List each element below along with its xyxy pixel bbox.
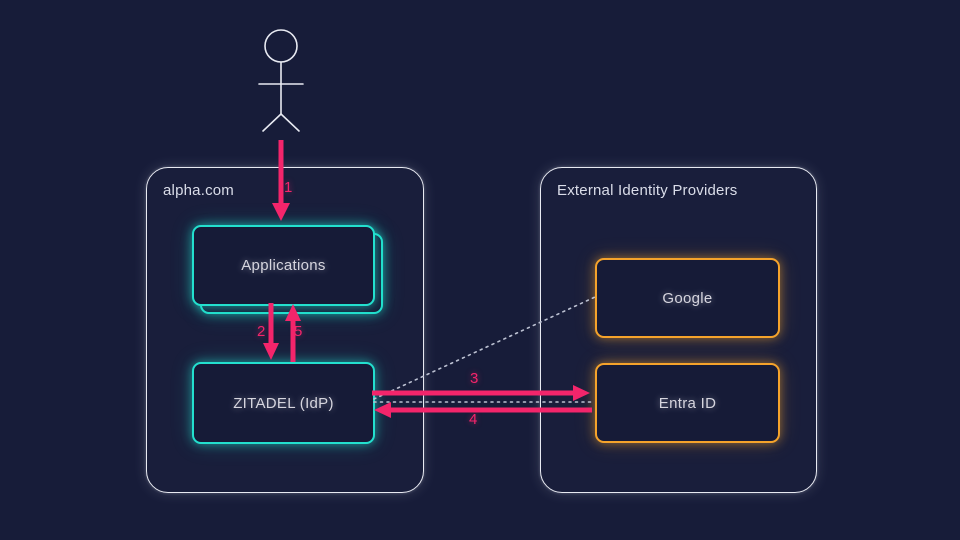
google-label: Google	[662, 289, 713, 307]
flow-step-5-label: 5	[294, 323, 303, 340]
container-alpha-com-label: alpha.com	[163, 182, 235, 199]
entra-id-box: Entra ID	[595, 363, 780, 443]
container-external-label: External Identity Providers	[557, 182, 738, 199]
flow-step-4-label: 4	[469, 411, 478, 428]
flow-step-3-label: 3	[470, 370, 479, 387]
flow-step-2-label: 2	[257, 323, 266, 340]
container-alpha-com: alpha.com	[146, 167, 424, 493]
google-box: Google	[595, 258, 780, 338]
zitadel-idp-label: ZITADEL (IdP)	[233, 394, 334, 412]
flow-step-1-label: 1	[284, 179, 293, 196]
applications-box: Applications	[192, 225, 375, 306]
user-actor-icon	[258, 29, 304, 132]
applications-label: Applications	[241, 257, 326, 274]
zitadel-idp-box: ZITADEL (IdP)	[192, 362, 375, 444]
entra-id-label: Entra ID	[658, 394, 717, 412]
